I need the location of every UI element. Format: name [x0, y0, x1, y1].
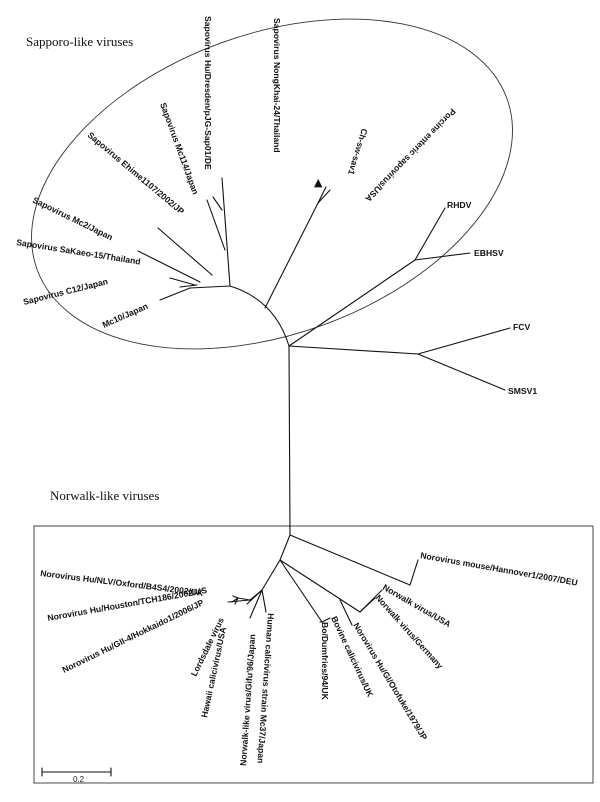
- leaf-label: Sapovirus Mc114/Japan: [158, 101, 201, 196]
- branch-ehime: [157, 227, 213, 276]
- norwalk-group-title: Norwalk-like viruses: [50, 488, 159, 503]
- branch-otofuke: [339, 599, 353, 626]
- branch-noro-stem: [279, 534, 291, 561]
- branch-porcine: [317, 186, 327, 204]
- branch-mc37: [261, 589, 267, 613]
- branch-noro-mouse: [409, 559, 419, 586]
- branch-lordsdale: [227, 599, 251, 603]
- branch-sapovirus-stem: [229, 285, 290, 347]
- leaf-label: Mc10/Japan: [101, 301, 150, 330]
- branch-rhdv: [414, 207, 446, 261]
- leaf-label: Human calicivirus strain Mc37/Japan: [256, 613, 276, 764]
- branch-sakaeo: [169, 277, 196, 286]
- leaf-label: Norwalk-like virus/Gifu'96/Japan: [238, 634, 257, 766]
- leaf-label: FCV: [513, 322, 530, 332]
- branch-gii-clade: [261, 559, 281, 591]
- branch-mouse-clade: [289, 534, 411, 586]
- sapporo-group-ellipse: [31, 18, 513, 350]
- branch-porcine-clade: [264, 202, 319, 309]
- leaf-label: Sapovirus C12/Japan: [22, 276, 109, 307]
- branch-norwalk-germany: [359, 597, 376, 613]
- branch-fcv: [417, 327, 511, 355]
- norwalk-group-frame: [33, 525, 594, 784]
- scale-bar: 0.2: [41, 767, 112, 784]
- leaf-label: RHDV: [447, 200, 472, 210]
- leaf-label: Sapovirus Hu/Dresden/pJG-Sap01/DE: [203, 16, 213, 170]
- branch-gi-clade: [279, 559, 361, 613]
- branch-mc10: [159, 287, 191, 301]
- leaf-label: Porcine enteric sapovirus/USA: [363, 107, 457, 204]
- leaf-label: Sapovirus NongKhai-24/Thailand: [272, 18, 282, 153]
- branch-oxford: [232, 595, 239, 599]
- branch-smsv1: [417, 353, 506, 391]
- branch-lagovirus: [288, 259, 416, 347]
- branch-nongkhai: [221, 177, 231, 287]
- scale-bar-label: 0.2: [73, 775, 85, 784]
- leaf-label: Bo/Dumfries/94/UK: [320, 622, 330, 701]
- leaf-label: Sapovirus Ehime1107/2002/JP: [86, 130, 187, 217]
- leaf-label: Sapovirus Mc2/Japan: [31, 195, 114, 243]
- branch-bovine: [321, 617, 331, 623]
- branch-mc2: [137, 250, 201, 283]
- branch-ch-sw-sav1: [317, 189, 331, 204]
- tree-branches: [137, 177, 511, 626]
- branch-mc114: [206, 199, 226, 251]
- branch-vesivirus: [288, 345, 419, 355]
- leaf-labels: Sapovirus NongKhai-24/Thailand Sapovirus…: [16, 16, 579, 766]
- branch-dresden: [212, 196, 223, 211]
- sapporo-group-title: Sapporo-like viruses: [26, 34, 133, 49]
- trunk-branch: [288, 345, 291, 536]
- branch-bovine-clade: [279, 559, 323, 623]
- branch-ebhsv: [414, 252, 471, 261]
- leaf-label: EBHSV: [474, 248, 504, 258]
- leaf-label: Ch-sw-sav1: [346, 127, 370, 176]
- branch-sapovirus-inner: [189, 285, 231, 289]
- branch-gifu: [249, 589, 263, 619]
- leaf-label: Norovirus mouse/Hannover1/2007/DEU: [420, 550, 579, 588]
- leaf-label: Norovirus Hu/Houston/TCH186/2002/US: [47, 585, 208, 623]
- leaf-label: SMSV1: [508, 386, 537, 396]
- branch-c12: [179, 284, 198, 288]
- branch-hawaii: [246, 589, 263, 605]
- highlight-marker-icon: ▲: [314, 176, 323, 189]
